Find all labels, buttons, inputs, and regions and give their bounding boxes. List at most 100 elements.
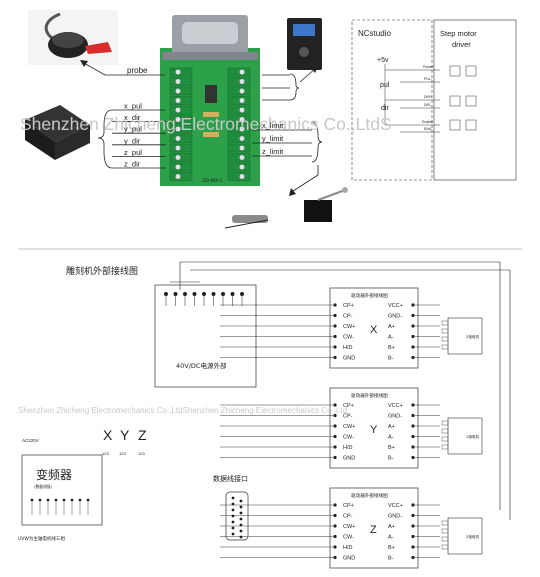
axis-x-label: X bbox=[103, 427, 113, 443]
driver-pin-dot bbox=[333, 424, 337, 428]
motor-coil bbox=[441, 428, 449, 434]
driver-title-line: Step motor bbox=[440, 29, 477, 38]
motor-signal-label: x_pul bbox=[124, 102, 142, 111]
terminal-left bbox=[169, 162, 193, 172]
driver-left-pin-label: CW+ bbox=[343, 424, 355, 430]
power-terminal bbox=[221, 292, 225, 296]
driver-pin-dot bbox=[333, 355, 337, 360]
terminal-left bbox=[169, 115, 193, 124]
driver-right-pin-label: A- bbox=[388, 335, 394, 341]
terminal-left bbox=[169, 96, 193, 105]
driver-pin-dot bbox=[411, 403, 415, 407]
motor-signal-label: y_dir bbox=[124, 136, 141, 145]
motor-coil bbox=[441, 436, 449, 442]
terminal-left bbox=[169, 134, 193, 143]
axis-z-sub: 123 bbox=[138, 451, 145, 456]
terminal-right bbox=[227, 124, 251, 134]
driver-left-pin-label: CW+ bbox=[343, 324, 355, 330]
motor-label: 2相电机 bbox=[466, 334, 479, 339]
terminal-screw bbox=[175, 78, 181, 85]
terminal-right bbox=[227, 115, 251, 124]
driver-right-pin-label: B- bbox=[388, 556, 394, 562]
motor-coil bbox=[441, 320, 449, 326]
motor-label: 2相电机 bbox=[466, 534, 479, 539]
vfd-motor-note: UVW为主轴电机线三相 bbox=[18, 535, 65, 542]
inverter-image bbox=[287, 18, 322, 70]
limit-signal-label: y_limit bbox=[262, 134, 284, 143]
driver-pin-dot bbox=[333, 324, 337, 328]
breakout-board: DD-MDI-C bbox=[160, 15, 260, 186]
terminal-left bbox=[169, 105, 193, 115]
driver-right-pin-label: A- bbox=[388, 435, 394, 441]
db-pin bbox=[239, 499, 243, 503]
stepper-driver-image bbox=[25, 105, 90, 160]
db-pin bbox=[231, 526, 235, 530]
driver-pin-dot bbox=[411, 345, 415, 349]
terminal-left bbox=[169, 77, 193, 86]
terminal-screw bbox=[239, 88, 245, 94]
driver-pin-dot bbox=[333, 413, 337, 418]
motor-label: 2相电机 bbox=[466, 434, 479, 439]
driver-left-pin-label: H/D bbox=[343, 545, 353, 551]
driver-title: driver bbox=[452, 40, 471, 49]
motor-coil bbox=[441, 344, 449, 350]
terminal-right bbox=[227, 153, 251, 162]
driver-axis-letter: Y bbox=[370, 424, 378, 436]
driver-pin-dot bbox=[411, 434, 415, 439]
terminal-screw bbox=[175, 154, 181, 161]
driver-pin-dot bbox=[333, 403, 337, 407]
driver-pin-dot bbox=[333, 334, 337, 339]
driver-pin-dot bbox=[333, 524, 337, 528]
driver-right-pin-label: VCC+ bbox=[388, 403, 403, 409]
driver-right-pin-label: VCC+ bbox=[388, 503, 403, 509]
driver-left-pin-label: H/D bbox=[343, 445, 353, 451]
pin-pulse-plus: Pulse+ bbox=[423, 65, 434, 69]
axis-y-label: Y bbox=[120, 427, 130, 443]
driver-left-pin-label: CW- bbox=[343, 435, 354, 441]
probe-label: probe bbox=[127, 66, 148, 75]
data-port-label: 数据线接口 bbox=[213, 474, 248, 483]
pin-dir-minus: DIR- bbox=[424, 103, 432, 107]
db-pin bbox=[231, 508, 235, 512]
probe-image bbox=[28, 10, 118, 65]
driver-title: 驱动器外部接线图 bbox=[351, 392, 388, 399]
terminal-right bbox=[227, 143, 251, 153]
driver-axis-letter: X bbox=[370, 324, 378, 336]
motor-coil bbox=[441, 520, 449, 526]
terminal-screw bbox=[175, 173, 181, 180]
vfd-terminal bbox=[46, 498, 50, 502]
power-supply-label: 40V/DC电源外部 bbox=[176, 361, 227, 370]
terminal-right bbox=[227, 162, 251, 172]
driver-right-pin-label: A+ bbox=[388, 524, 395, 530]
motor-box bbox=[447, 517, 483, 555]
driver-left-pin-label: CP+ bbox=[343, 403, 354, 409]
driver-left-pin-label: GND bbox=[343, 356, 355, 362]
terminal-left bbox=[169, 153, 193, 162]
driver-pin-dot bbox=[411, 524, 415, 528]
vfd-terminal bbox=[54, 498, 58, 502]
power-terminal bbox=[183, 292, 187, 296]
driver-left-pin-label: GND bbox=[343, 556, 355, 562]
driver-pin-dot bbox=[411, 334, 415, 339]
driver-right-pin-label: GND- bbox=[388, 314, 402, 320]
power-terminal bbox=[164, 292, 168, 296]
driver-left-pin-label: H/D bbox=[343, 345, 353, 351]
vfd-terminal bbox=[38, 498, 42, 502]
terminal-screw bbox=[239, 78, 245, 85]
driver-left-pin-label: CW- bbox=[343, 335, 354, 341]
driver-left-pin-label: CW+ bbox=[343, 524, 355, 530]
watermark-top: Shenzhen Zhicheng Electromechanics Co.,L… bbox=[20, 114, 392, 134]
driver-right-pin-label: B- bbox=[388, 456, 394, 462]
driver-pin-dot bbox=[411, 413, 415, 418]
axis-x-sub: 123 bbox=[102, 451, 109, 456]
db-pin bbox=[239, 535, 243, 539]
db-pin bbox=[239, 511, 243, 515]
terminal-screw bbox=[239, 97, 245, 104]
terminal-screw bbox=[239, 173, 245, 180]
terminal-screw bbox=[175, 116, 181, 123]
terminal-right bbox=[227, 96, 251, 105]
driver-pin-dot bbox=[333, 303, 337, 307]
driver-pin-dot bbox=[333, 534, 337, 539]
terminal-screw bbox=[239, 116, 245, 123]
